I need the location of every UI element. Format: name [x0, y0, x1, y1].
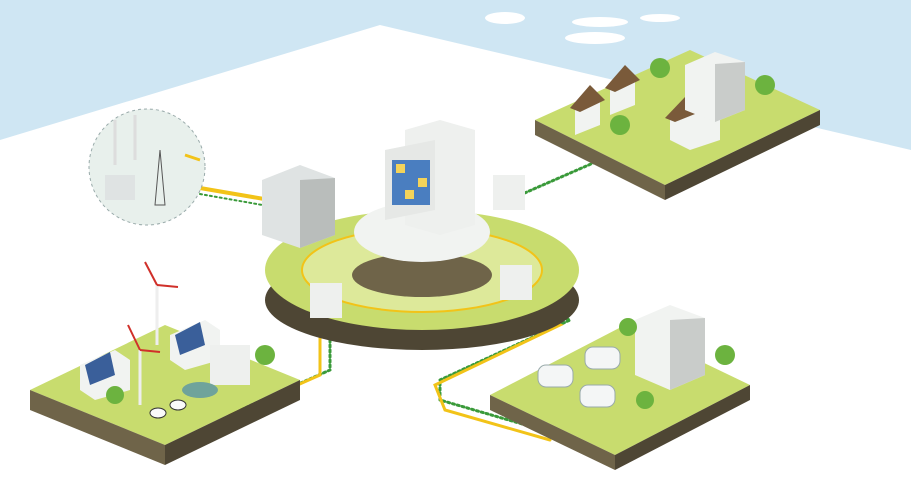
control-center-hub [262, 120, 579, 350]
farm-island [30, 261, 300, 465]
cow-icon [149, 407, 167, 419]
residential-island [535, 50, 820, 200]
tree-icon [610, 115, 630, 135]
electric-car-icon [584, 346, 621, 370]
tree-icon [755, 75, 775, 95]
electric-car-icon [537, 364, 574, 388]
transformer-icon [262, 165, 335, 248]
wind-turbine-icon [127, 324, 161, 405]
tree-icon [650, 58, 670, 78]
junction-box [310, 175, 532, 318]
tree-icon [636, 391, 654, 409]
office-building-icon [635, 305, 705, 390]
tree-icon [715, 345, 735, 365]
tree-icon [106, 386, 124, 404]
cow-icon [169, 399, 187, 411]
biogas-tank [182, 382, 218, 398]
tree-icon [619, 318, 637, 336]
power-plant-icon [88, 108, 206, 226]
electric-car-icon [579, 384, 616, 408]
tree-icon [255, 345, 275, 365]
ev-parking-island [490, 305, 750, 470]
house-icon [605, 65, 640, 115]
wind-turbine-icon [144, 261, 179, 345]
clouds [485, 12, 680, 44]
house-icon [170, 320, 220, 370]
control-center-icon [385, 120, 475, 235]
office-building-icon [685, 52, 745, 122]
house-icon [570, 85, 605, 135]
